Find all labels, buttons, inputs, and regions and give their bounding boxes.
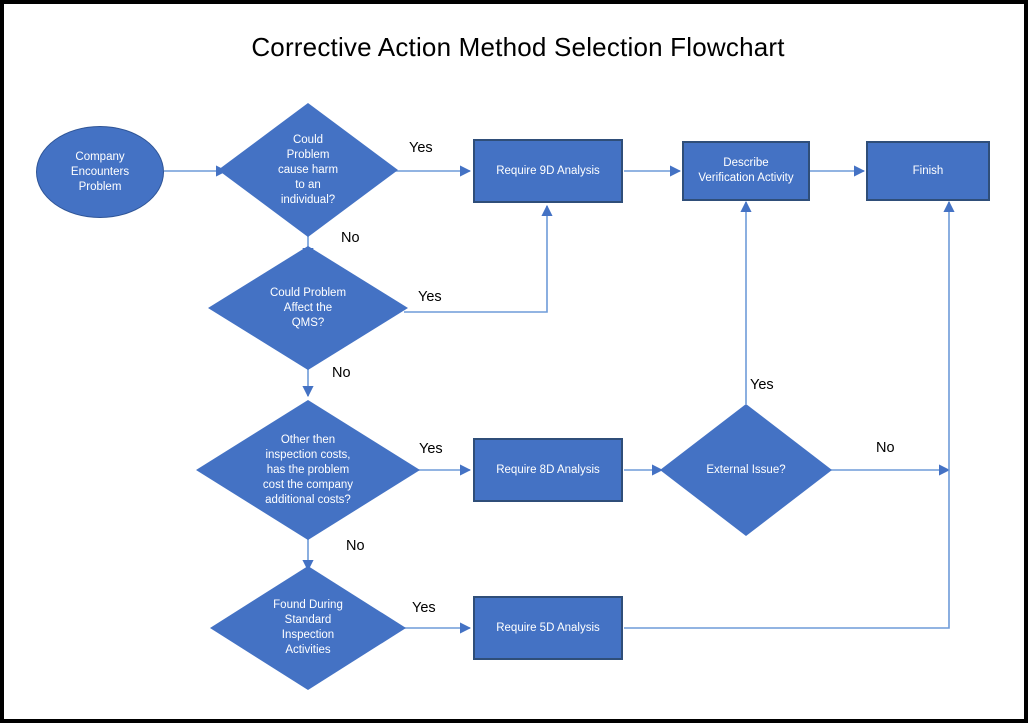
node-decision-inspection-label: Found During Standard Inspection Activit… <box>273 599 343 656</box>
node-process-8d[interactable]: Require 8D Analysis <box>473 438 623 502</box>
node-process-8d-label: Require 8D Analysis <box>496 463 600 476</box>
node-decision-harm[interactable]: Could Problem cause harm to an individua… <box>218 103 398 237</box>
edge-label-qms-yes: Yes <box>418 289 442 305</box>
node-decision-external[interactable]: External Issue? <box>660 404 832 536</box>
node-decision-qms[interactable]: Could Problem Affect the QMS? <box>208 246 408 370</box>
edge-label-cost-yes: Yes <box>419 441 443 457</box>
node-end-finish-label: Finish <box>912 164 944 177</box>
page-title: Corrective Action Method Selection Flowc… <box>251 32 785 62</box>
node-decision-inspection[interactable]: Found During Standard Inspection Activit… <box>210 566 406 690</box>
node-process-5d-label: Require 5D Analysis <box>496 621 600 634</box>
node-process-verification[interactable]: Describe Verification Activity <box>682 141 810 201</box>
edge-5d-to-finish <box>624 200 955 629</box>
node-process-9d[interactable]: Require 9D Analysis <box>473 139 623 203</box>
edge-label-external-yes: Yes <box>750 377 774 393</box>
node-decision-qms-label: Could Problem Affect the QMS? <box>269 286 347 329</box>
edge-label-inspection-yes: Yes <box>412 600 436 616</box>
node-decision-harm-label: Could Problem cause harm to an individua… <box>277 133 339 206</box>
edge-label-harm-yes: Yes <box>409 140 433 156</box>
node-process-9d-label: Require 9D Analysis <box>496 164 600 177</box>
edge-label-qms-no: No <box>332 365 351 381</box>
node-decision-external-label: External Issue? <box>706 463 786 476</box>
node-start[interactable]: Company Encounters Problem <box>36 126 164 218</box>
edge-label-harm-no: No <box>341 230 360 246</box>
node-start-label: Company Encounters Problem <box>70 150 130 193</box>
node-process-5d[interactable]: Require 5D Analysis <box>473 596 623 660</box>
edge-label-external-no: No <box>876 440 895 456</box>
node-end-finish[interactable]: Finish <box>866 141 990 201</box>
edge-qms-yes-to-9d <box>404 204 553 313</box>
node-process-verification-label: Describe Verification Activity <box>698 157 794 184</box>
node-decision-cost-label: Other then inspection costs, has the pro… <box>262 433 354 506</box>
edge-label-cost-no: No <box>346 538 365 554</box>
node-decision-cost[interactable]: Other then inspection costs, has the pro… <box>196 400 420 540</box>
